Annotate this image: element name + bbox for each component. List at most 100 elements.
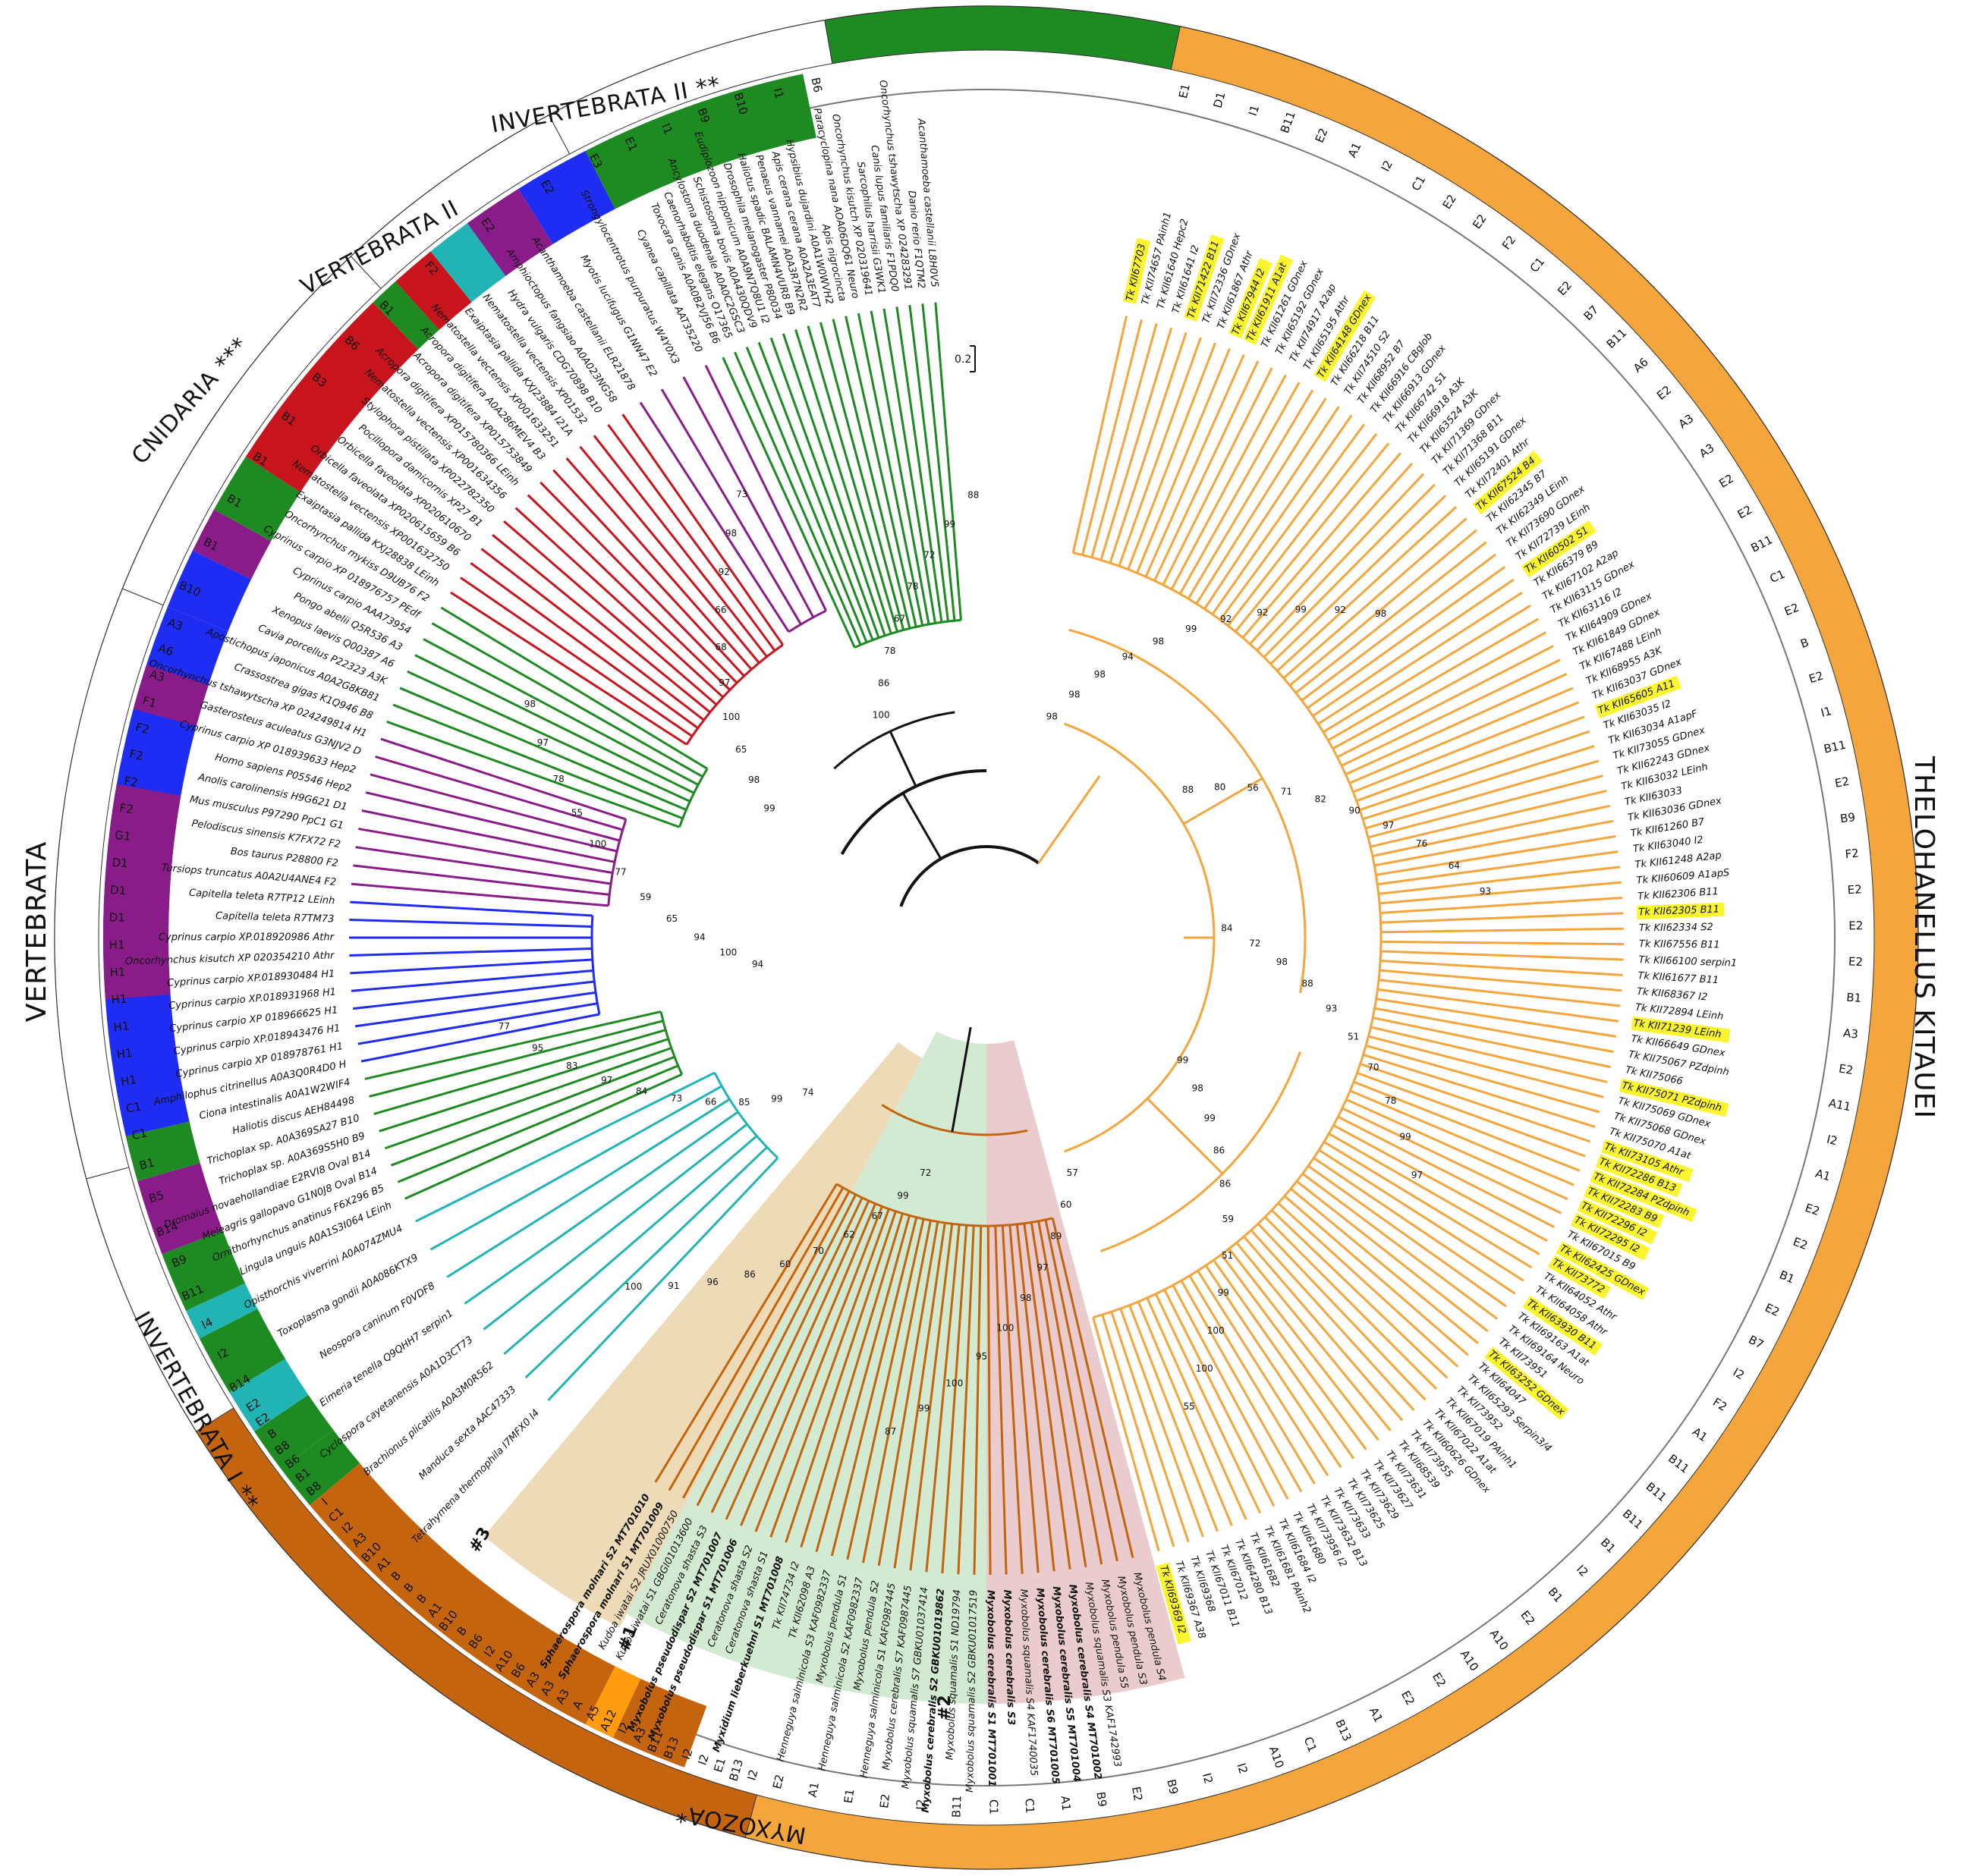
thelohanellus-segment-label: A11: [1827, 1096, 1851, 1114]
thelohanellus-branch: [1178, 382, 1301, 595]
thelohanellus-branch: [1144, 354, 1245, 577]
thelohanellus-leaf-highlight: [1595, 1154, 1683, 1198]
bootstrap-value: 99: [771, 1094, 782, 1105]
thelohanellus-branch: [1170, 374, 1287, 590]
myxozoa-branch: [1037, 1221, 1103, 1565]
vertebrata-blue-branch: [360, 1013, 600, 1063]
thelohanellus-segment-label: E2: [770, 1773, 787, 1790]
thelohanellus-branch: [1099, 327, 1173, 561]
myxozoa-branch: [1051, 1218, 1134, 1558]
thelohanellus-branch: [1356, 715, 1585, 803]
thelohanellus-segment-label: E2: [1440, 192, 1459, 212]
thelohanellus-branch: [1256, 473, 1425, 652]
vertebrata-segment-label: D1: [112, 856, 129, 871]
bootstrap-value: 86: [1219, 1179, 1231, 1189]
bootstrap-value: 86: [878, 678, 889, 689]
thelohanellus-segment-label: E2: [1129, 1786, 1145, 1802]
vertebrata-segment-label: A3: [166, 615, 185, 633]
invertebrata1-green-branch: [384, 1047, 672, 1150]
thelohanellus-segment-label: E2: [1763, 1301, 1782, 1319]
vertebrata-blue-branch: [353, 980, 595, 1010]
thelohanellus-branch: [1323, 1140, 1533, 1269]
thelohanellus-branch: [1110, 1311, 1190, 1543]
bootstrap-value: 66: [705, 1097, 716, 1108]
thelohanellus-segment-label: A3: [1697, 441, 1716, 460]
bootstrap-value: 88: [1182, 784, 1194, 795]
myxozoa-segment-label: I2: [744, 1768, 760, 1782]
thelohanellus-segment-label: C1: [1301, 1735, 1320, 1754]
thelohanellus-branch: [1257, 1223, 1427, 1401]
bootstrap-value: 60: [1060, 1199, 1071, 1210]
vertebrata-segment-label: H1: [116, 1046, 134, 1062]
invertebrata2-branch: [857, 313, 924, 626]
bootstrap-value: 78: [552, 774, 564, 784]
thelohanellus-segment-label: C1: [1409, 173, 1429, 193]
cnidaria-branch: [607, 423, 776, 652]
bootstrap-value: 92: [1220, 614, 1232, 624]
thelohanellus-branch: [1379, 896, 1623, 914]
thelohanellus-branch: [1370, 1026, 1608, 1083]
bootstrap-value: 98: [524, 699, 536, 709]
thelohanellus-leaf-highlight: [1122, 237, 1151, 304]
thelohanellus-branch: [1269, 495, 1447, 665]
vertebrata-segment-label: D1: [109, 910, 125, 924]
vertebrata-segment-label: F2: [123, 774, 139, 790]
thelohanellus-branch: [1228, 1248, 1379, 1441]
invertebrata1-green-branch: [404, 1073, 683, 1200]
thelohanellus-branch: [1312, 578, 1515, 718]
bootstrap-value: 56: [1247, 782, 1258, 793]
bootstrap-value: 84: [636, 1086, 647, 1096]
radial-connector: [951, 1026, 972, 1133]
thelohanellus-segment-label: E2: [1398, 1689, 1417, 1708]
invertebrata2-segment-label: I1: [771, 86, 787, 100]
thelohanellus-segment-label: C1: [1527, 255, 1548, 275]
tree-branches: [349, 302, 1624, 1575]
vertebrata-purple-branch: [380, 737, 627, 821]
thelohanellus-branch: [1360, 1063, 1591, 1143]
invertebrata1-cyan-arc: [713, 1072, 779, 1159]
thelohanellus-segment-label: A1: [1814, 1167, 1832, 1184]
thelohanellus-branch: [1318, 1149, 1524, 1282]
vertebrata-blue-branch: [357, 1002, 598, 1045]
thelohanellus-segment-label: B11: [949, 1795, 964, 1818]
myxozoa-branch: [1001, 1225, 1024, 1574]
thelohanellus-segment-label: A1: [1059, 1796, 1074, 1812]
bootstrap-value: 60: [779, 1259, 791, 1269]
vertebrata-purple-branch: [370, 773, 621, 842]
category-segment-2: [229, 1359, 309, 1431]
radial-connector: [1037, 775, 1101, 864]
thelohanellus-segment-label: B11: [1620, 1507, 1646, 1532]
thelohanellus-leaf-highlight: [1631, 1016, 1731, 1043]
bootstrap-value: 91: [668, 1281, 679, 1291]
myxozoa-branch: [710, 1197, 864, 1513]
thelohanellus-branch: [1250, 1229, 1415, 1412]
thelohanellus-branch: [1328, 1133, 1540, 1255]
thelohanellus-branch: [1380, 960, 1623, 976]
bootstrap-value: 76: [1416, 838, 1427, 849]
thelohanellus-branch: [1317, 591, 1523, 725]
thelohanellus-leaf-highlight: [1548, 1255, 1612, 1299]
bootstrap-value: 66: [715, 605, 726, 615]
thelohanellus-leaf-label: Tk KII68367 I2: [1636, 986, 1707, 1004]
category-segment-13: [213, 457, 300, 542]
myxozoa-branch: [957, 1225, 975, 1575]
thelohanellus-branch: [1195, 398, 1327, 605]
invertebrata1-green-branch: [369, 1020, 664, 1098]
thelohanellus-branch: [1301, 553, 1497, 702]
thelohanellus-segment-label: E2: [1735, 503, 1754, 522]
thelohanellus-segment-label: B9: [1164, 1778, 1181, 1796]
thelohanellus-branch: [1373, 819, 1614, 867]
bootstrap-value: 59: [1222, 1214, 1234, 1224]
thelohanellus-branch: [1380, 927, 1624, 934]
thelohanellus-branch: [1313, 1157, 1516, 1295]
bootstrap-value: 99: [1218, 1287, 1229, 1298]
invertebrata2-branch: [769, 337, 880, 639]
thelohanellus-branch: [1249, 462, 1414, 645]
thelohanellus-branch: [1336, 645, 1554, 759]
invertebrata1-segment-label: B1: [138, 1155, 156, 1173]
vertebrata-segment-label: A6: [156, 641, 175, 659]
bootstrap-value: 88: [967, 489, 979, 500]
thelohanellus-segment-label: B9: [1093, 1791, 1109, 1808]
thelohanellus-branch: [1235, 1242, 1392, 1431]
